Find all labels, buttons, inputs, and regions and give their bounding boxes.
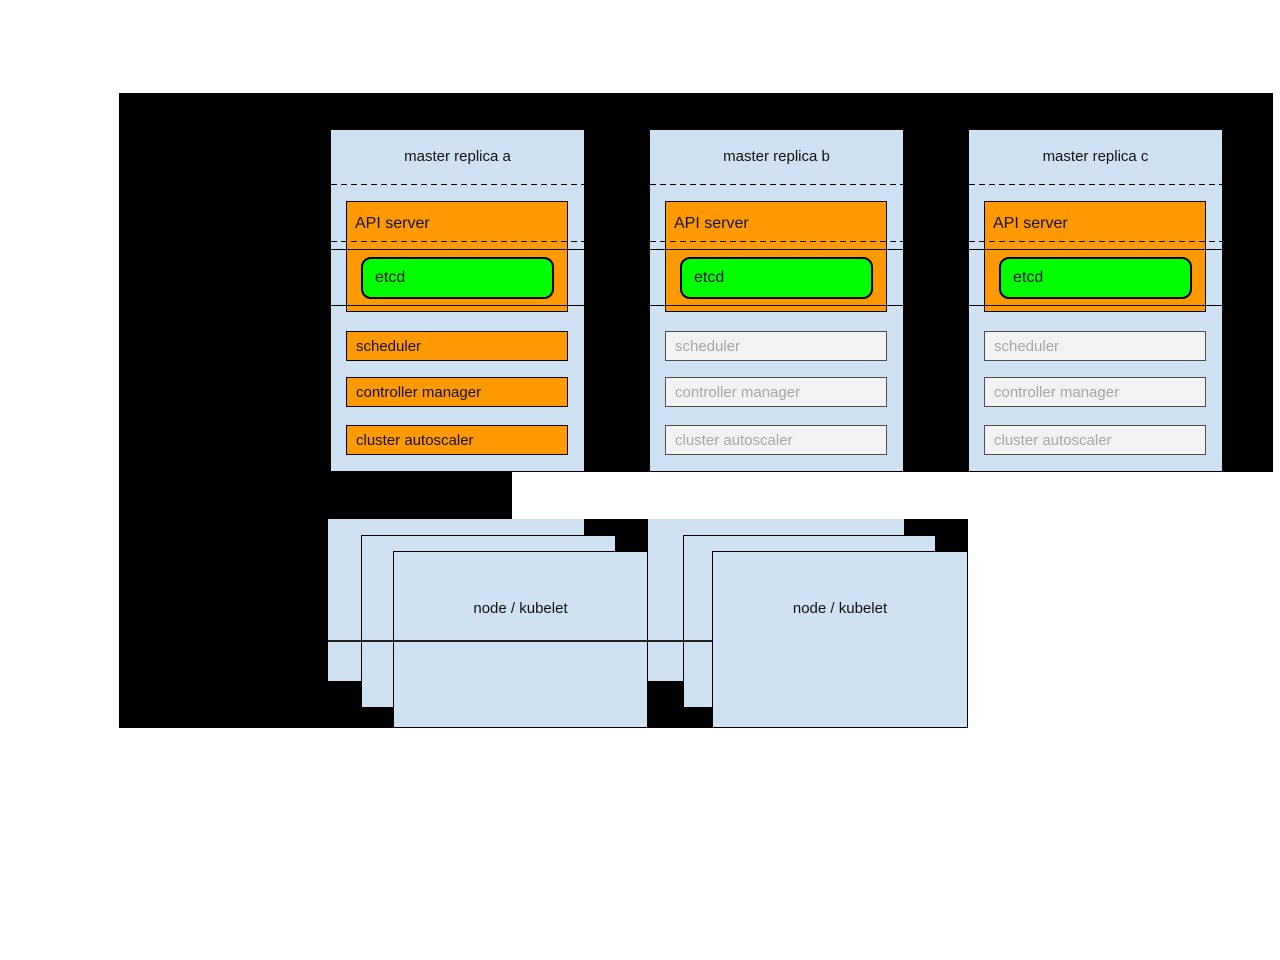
- divider-dashed-top: [650, 184, 903, 185]
- replica-a-scheduler-box: scheduler: [346, 331, 568, 361]
- replica-c-controller-manager-box: controller manager: [984, 377, 1206, 407]
- replica-c-etcd-box: etcd: [999, 257, 1192, 299]
- cluster-autoscaler-label: cluster autoscaler: [675, 431, 793, 449]
- cluster-autoscaler-label: cluster autoscaler: [994, 431, 1112, 449]
- node-stack1-front-box: node / kubelet: [393, 551, 648, 728]
- etcd-label: etcd: [375, 269, 406, 286]
- divider-solid-lower: [331, 305, 584, 306]
- api-server-label: API server: [993, 215, 1068, 232]
- controller-manager-label: controller manager: [356, 383, 482, 401]
- replica-b-title: master replica b: [723, 148, 830, 165]
- replica-c-title: master replica c: [1042, 148, 1149, 165]
- scheduler-label: scheduler: [994, 337, 1060, 355]
- etcd-label: etcd: [694, 269, 725, 286]
- etcd-label: etcd: [1013, 269, 1044, 286]
- replica-c-scheduler-box: scheduler: [984, 331, 1206, 361]
- divider-dashed-top: [969, 184, 1222, 185]
- controller-manager-label: controller manager: [994, 383, 1120, 401]
- replica-b-etcd-box: etcd: [680, 257, 873, 299]
- divider-dashed-mid: [331, 241, 584, 242]
- divider-dashed-mid: [650, 241, 903, 242]
- node-kubelet-label: node / kubelet: [792, 600, 888, 617]
- replica-b-controller-manager-box: controller manager: [665, 377, 887, 407]
- divider-solid-upper: [331, 249, 584, 250]
- divider-dashed-top: [331, 184, 584, 185]
- node-kubelet-label: node / kubelet: [473, 600, 568, 617]
- master-replica-a-panel: master replica a API server etcd schedul…: [330, 129, 585, 472]
- scheduler-label: scheduler: [356, 337, 422, 355]
- api-server-label: API server: [355, 215, 430, 232]
- replica-b-cluster-autoscaler-box: cluster autoscaler: [665, 425, 887, 455]
- node-section-divider-line: [328, 640, 712, 642]
- replica-a-title: master replica a: [404, 148, 511, 165]
- scheduler-label: scheduler: [675, 337, 741, 355]
- api-server-label: API server: [674, 215, 749, 232]
- controller-manager-label: controller manager: [675, 383, 801, 401]
- divider-solid-upper: [969, 249, 1222, 250]
- divider-dashed-mid: [969, 241, 1222, 242]
- divider-solid-lower: [969, 305, 1222, 306]
- cluster-autoscaler-label: cluster autoscaler: [356, 431, 474, 449]
- master-replica-c-panel: master replica c API server etcd schedul…: [968, 129, 1223, 472]
- replica-a-cluster-autoscaler-box: cluster autoscaler: [346, 425, 568, 455]
- replica-b-scheduler-box: scheduler: [665, 331, 887, 361]
- master-replica-b-panel: master replica b API server etcd schedul…: [649, 129, 904, 472]
- divider-solid-upper: [650, 249, 903, 250]
- node-stack2-front-box: node / kubelet: [712, 551, 968, 728]
- divider-solid-lower: [650, 305, 903, 306]
- replica-c-cluster-autoscaler-box: cluster autoscaler: [984, 425, 1206, 455]
- replica-a-etcd-box: etcd: [361, 257, 554, 299]
- replica-a-controller-manager-box: controller manager: [346, 377, 568, 407]
